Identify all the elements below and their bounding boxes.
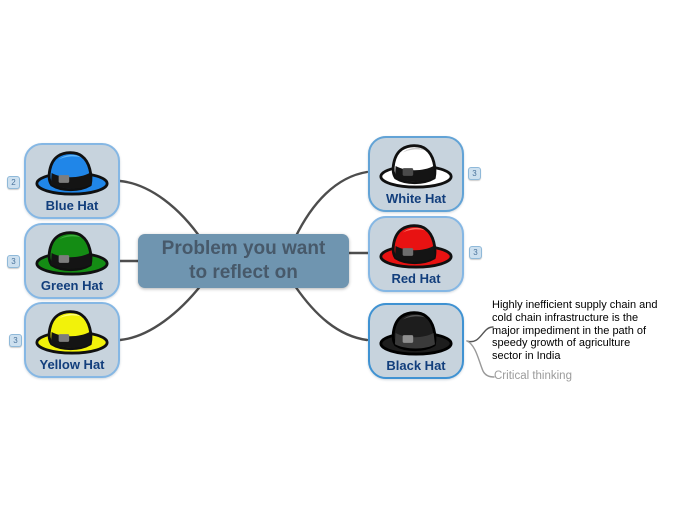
connector-blue-hat	[118, 179, 204, 242]
note-line: major impediment in the path of	[492, 324, 647, 337]
node-label: Blue Hat	[45, 198, 99, 213]
central-topic-line1: Problem you want	[161, 238, 326, 259]
note-line: Highly inefficient supply chain and	[492, 299, 658, 311]
node-blue-hat[interactable]: Blue Hat	[24, 143, 120, 219]
note-line: cold chain infrastructure is the	[492, 311, 639, 324]
connector-black-hat-note	[466, 326, 494, 343]
node-label: Black Hat	[386, 358, 446, 373]
node-label: White Hat	[386, 191, 446, 206]
badge-red-hat[interactable]: 3	[469, 246, 482, 259]
blue-fedora-icon	[35, 151, 109, 196]
node-label: Red Hat	[391, 271, 441, 286]
badge-white-hat[interactable]: 3	[468, 167, 481, 180]
badge-yellow-hat[interactable]: 3	[9, 334, 22, 347]
note-line: speedy growth of agriculture	[492, 337, 631, 350]
badge-blue-hat[interactable]: 2	[7, 176, 20, 189]
black-fedora-icon	[379, 311, 453, 356]
badge-green-hat[interactable]: 3	[7, 255, 20, 268]
white-fedora-icon	[379, 144, 453, 189]
node-white-hat[interactable]: White Hat	[368, 136, 464, 212]
node-label: Yellow Hat	[39, 357, 105, 372]
yellow-fedora-icon	[35, 310, 109, 355]
black-hat-note[interactable]: Highly inefficient supply chain and cold…	[492, 299, 696, 363]
note-line: sector in India	[492, 350, 561, 363]
connector-yellow-hat	[118, 282, 204, 342]
node-label: Green Hat	[40, 278, 104, 293]
critical-thinking-label[interactable]: Critical thinking	[494, 370, 572, 382]
connector-white-hat	[293, 170, 369, 240]
node-red-hat[interactable]: Red Hat	[368, 216, 464, 292]
central-topic-node[interactable]: Problem you want to reflect on	[138, 234, 349, 288]
node-black-hat[interactable]: Black Hat	[368, 303, 464, 379]
red-fedora-icon	[379, 224, 453, 269]
node-yellow-hat[interactable]: Yellow Hat	[24, 302, 120, 378]
central-topic-line2: to reflect on	[189, 262, 298, 283]
node-green-hat[interactable]: Green Hat	[24, 223, 120, 299]
green-fedora-icon	[35, 231, 109, 276]
connector-black-hat	[293, 284, 369, 342]
connector-critical-thinking	[466, 340, 495, 378]
